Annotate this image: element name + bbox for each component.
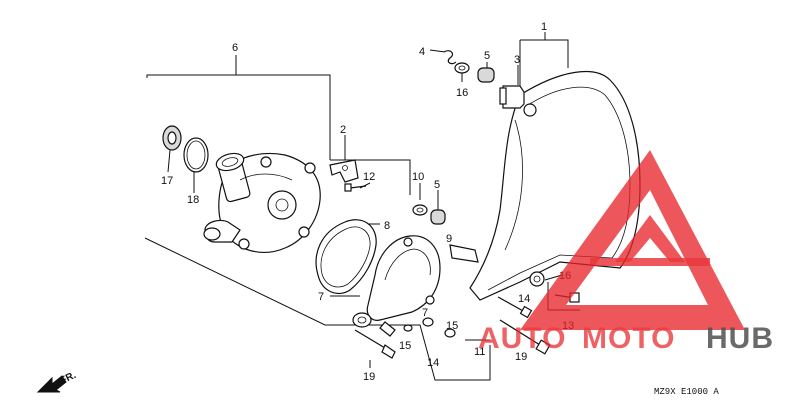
seals — [162, 125, 209, 173]
callout-12: 12 — [363, 171, 375, 183]
callout-9: 9 — [446, 233, 452, 245]
washer-collar — [412, 204, 479, 263]
callout-1: 1 — [541, 21, 547, 33]
water-pump-body — [203, 152, 321, 253]
callout-16-top: 16 — [456, 87, 468, 99]
callout-8: 8 — [384, 220, 390, 232]
gasket — [315, 219, 377, 295]
callout-7-right: 7 — [422, 307, 428, 319]
callout-18: 18 — [187, 194, 199, 206]
callout-17: 17 — [161, 175, 173, 187]
arrow-left-icon — [36, 375, 67, 393]
callout-6: 6 — [232, 42, 238, 54]
callout-10: 10 — [412, 171, 424, 183]
direction-label: FR. — [59, 370, 78, 387]
pump-housing-cover — [352, 235, 441, 337]
diagram-code: MZ9X E1000 A — [654, 387, 719, 397]
callout-4: 4 — [419, 46, 425, 58]
automotohub-watermark: AUTO MOTO HUB — [478, 150, 774, 355]
bracket-and-bolt — [329, 159, 367, 192]
watermark-auto: AUTO — [478, 322, 566, 355]
callout-5-mid: 5 — [434, 179, 440, 191]
watermark-triangle-icon — [520, 150, 745, 330]
front-direction-indicator: FR. — [36, 370, 78, 393]
callout-15-right: 15 — [446, 320, 458, 332]
callout-5-top: 5 — [484, 50, 490, 62]
callout-14-bottom: 14 — [427, 357, 439, 369]
watermark-moto: MOTO — [582, 322, 675, 355]
callout-19-right: 19 — [515, 351, 527, 363]
watermark-hub: HUB — [706, 322, 774, 355]
callout-19-left: 19 — [363, 371, 375, 383]
callout-7-left: 7 — [318, 291, 324, 303]
callout-3: 3 — [514, 54, 520, 66]
callout-15-left: 15 — [399, 340, 411, 352]
callout-11: 11 — [474, 346, 485, 358]
top-small-parts — [443, 50, 525, 109]
callout-2: 2 — [340, 124, 346, 136]
callout-14-right: 14 — [518, 293, 530, 305]
